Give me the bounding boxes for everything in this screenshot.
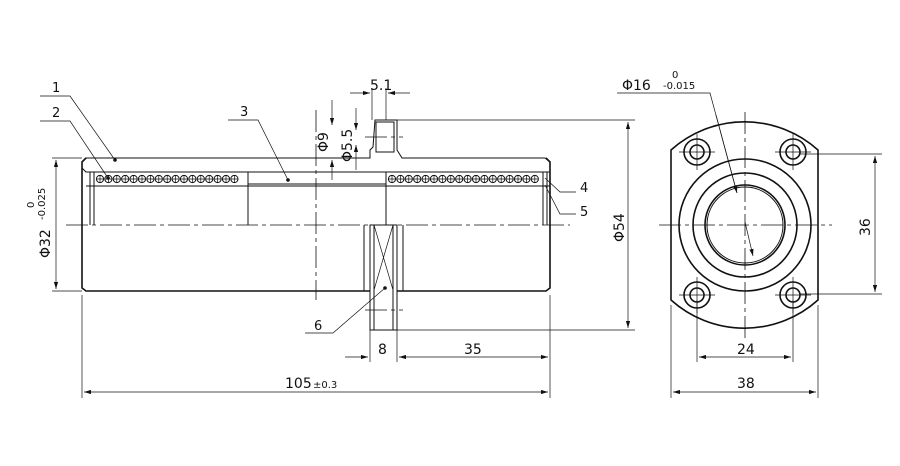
dim-hole-spacing-horizontal: 24: [737, 342, 755, 358]
dim-flange-dia: Φ54: [612, 213, 628, 242]
dim-outer-dia-tol-lower: -0.025: [37, 188, 48, 220]
housing-section: [81, 119, 551, 173]
mounting-hole: [775, 134, 811, 170]
part-label-1: 1: [52, 81, 60, 96]
dim-outer-dia: Φ32: [38, 229, 54, 258]
dim-flange-offset: 35: [464, 342, 482, 358]
ball-row-left: [95, 174, 239, 184]
dim-overall-length: 105: [285, 376, 312, 392]
part-label-5: 5: [580, 205, 588, 220]
mounting-hole: [679, 134, 715, 170]
dim-overall-length-tol: ±0.3: [313, 380, 337, 391]
housing-outline: [81, 157, 551, 292]
dim-hole-inner-dia: Φ5.5: [340, 129, 356, 162]
flange-outline: [670, 121, 819, 329]
part-label-3: 3: [240, 105, 248, 120]
part-label-4: 4: [580, 181, 588, 196]
dim-bore-dia: Φ16: [622, 78, 651, 94]
dim-flange-thickness: 8: [378, 342, 387, 358]
part-label-2: 2: [52, 106, 60, 121]
dim-bore-tol-lower: -0.015: [663, 81, 695, 92]
side-view: 1 2 3 4 5 6 5.1 Φ9 Φ5.5 Φ32 0 -0.025 Φ54…: [26, 78, 635, 398]
retainer-section: [247, 171, 387, 185]
dim-flange-width: 5.1: [370, 78, 392, 94]
dim-hole-outer-dia: Φ9: [316, 132, 332, 152]
part-label-6: 6: [314, 319, 322, 334]
end-view: Φ16 0 -0.015 36 24 38: [617, 70, 882, 398]
ball-row-right: [387, 174, 539, 184]
dim-bore-tol-upper: 0: [672, 70, 678, 81]
dim-hole-spacing-vertical: 36: [858, 218, 874, 236]
dim-outer-dia-tol-upper: 0: [26, 202, 37, 208]
dim-flange-cut-width: 38: [737, 376, 755, 392]
